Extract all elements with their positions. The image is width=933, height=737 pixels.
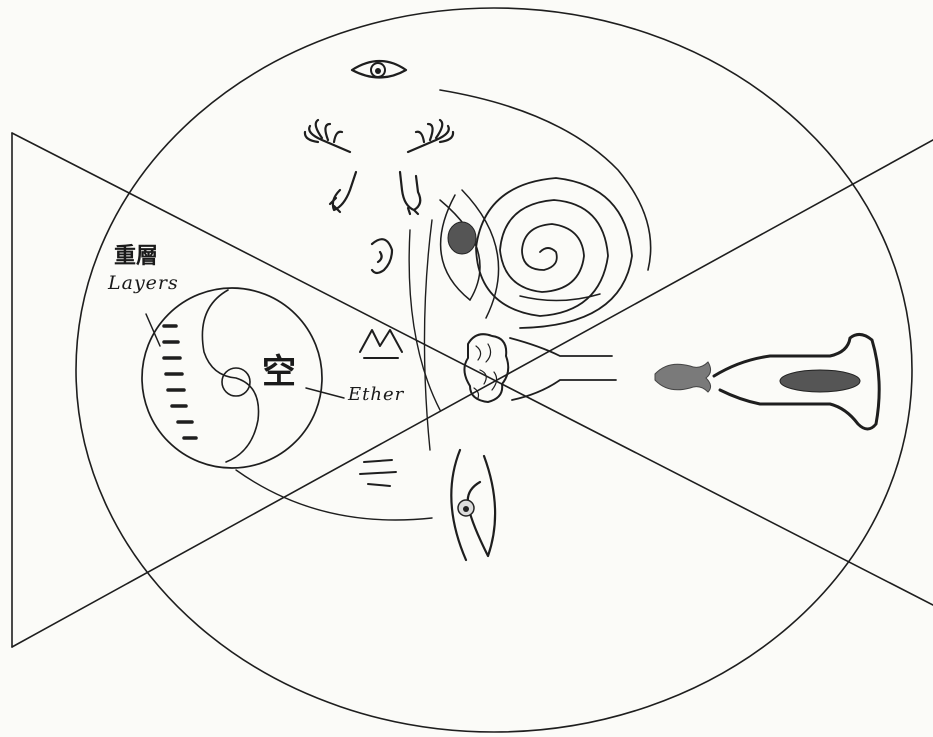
layers-cn-label: 重層 (114, 238, 158, 270)
shaded-sphere (448, 222, 476, 254)
left-hand-icon (305, 120, 350, 152)
ear-icon (372, 239, 392, 273)
lower-sweep (236, 470, 432, 520)
ether-pointer (306, 388, 344, 398)
right-foot-icon (400, 172, 420, 214)
right-hand-icon (408, 120, 453, 152)
vessel-core (780, 370, 860, 392)
eye-icon (352, 61, 406, 78)
void-cn-label: 空 (262, 344, 296, 393)
layers-pointer (146, 314, 160, 346)
ether-label: Ether (348, 384, 404, 405)
layers-en-label: Layers (108, 272, 179, 294)
mountain-symbol (360, 330, 402, 358)
mouth-marks (360, 460, 396, 486)
side-eye-icon (451, 450, 495, 560)
funnel-shape (510, 338, 616, 400)
spiral-shape (440, 90, 651, 328)
left-foot-icon (330, 172, 356, 212)
outer-circle (76, 8, 912, 732)
triangle-upper-edge (12, 133, 933, 605)
sweep-line-1 (424, 220, 432, 450)
bow-shape (655, 362, 711, 392)
layer-ticks (164, 326, 196, 438)
inner-s-curve (202, 290, 258, 462)
